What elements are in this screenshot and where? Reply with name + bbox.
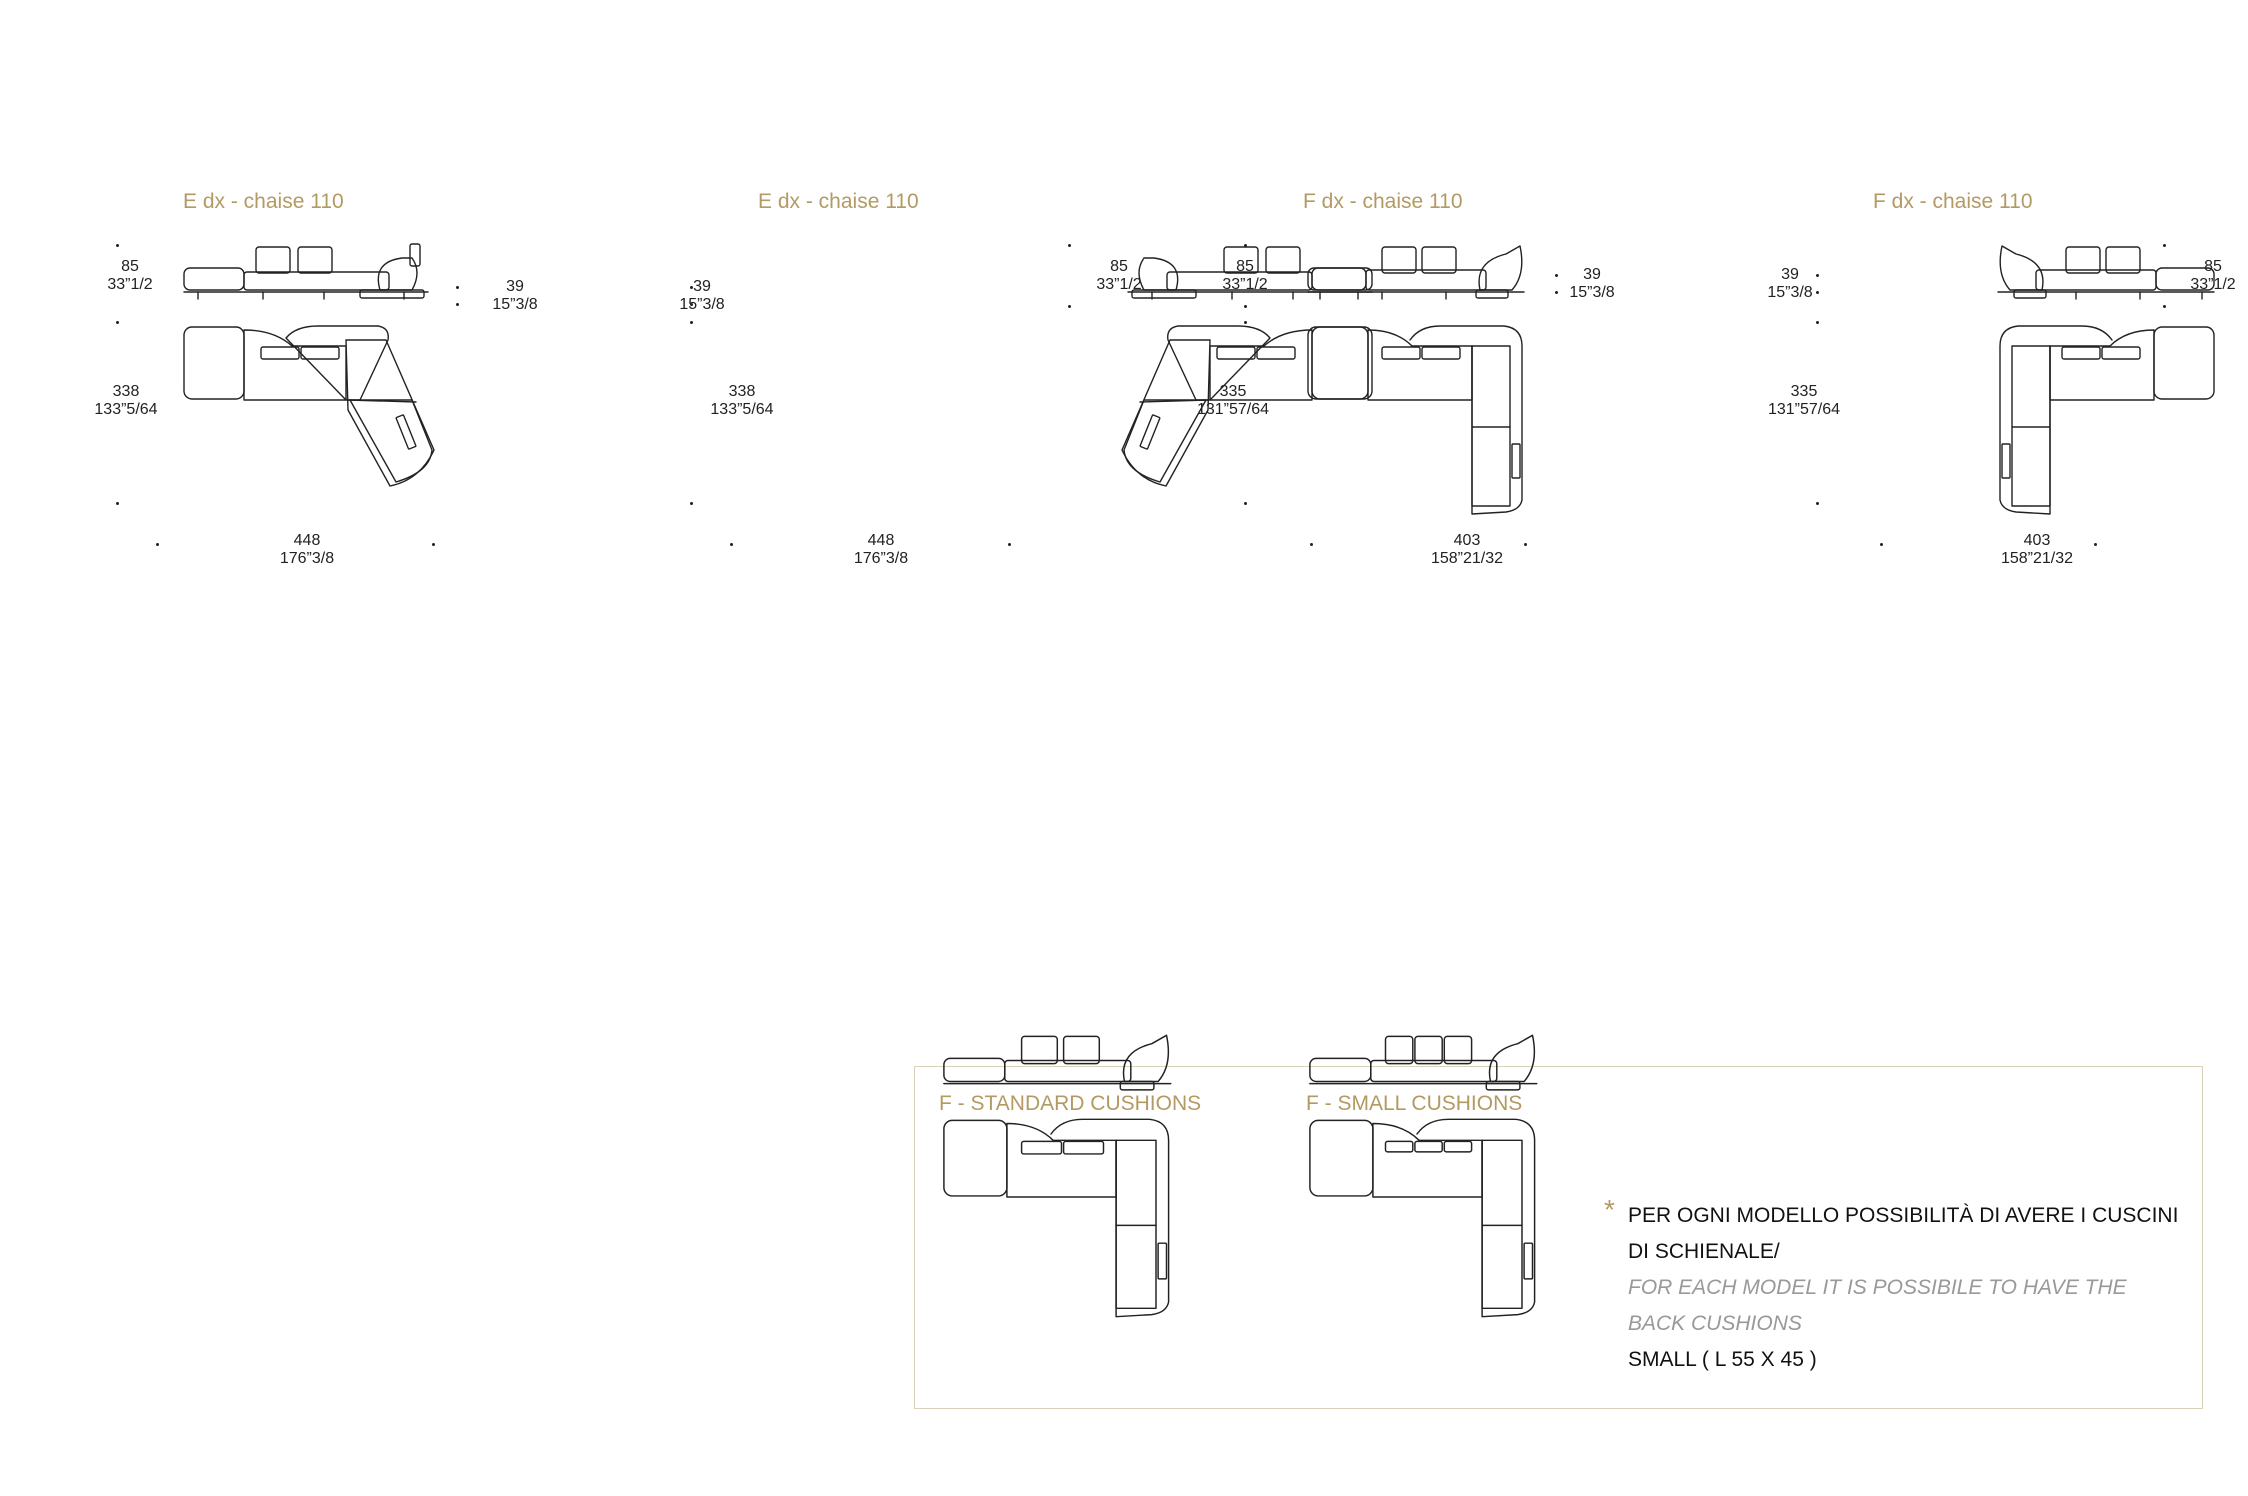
note-size: SMALL ( L 55 X 45 ) [1628, 1348, 1817, 1371]
note-english: FOR EACH MODEL IT IS POSSIBILE TO HAVE T… [1628, 1276, 2127, 1335]
cushion-options-box [914, 1066, 2203, 1409]
configuration-title: F dx - chaise 110 [1873, 190, 2033, 213]
configuration-title: E dx - chaise 110 [183, 190, 344, 213]
small-cushions-title: F - SMALL CUSHIONS [1306, 1092, 1523, 1115]
sofa-drawing [1997, 245, 2215, 515]
cushion-note: PER OGNI MODELLO POSSIBILITÀ DI AVERE I … [1628, 1198, 2188, 1378]
standard-cushions-title: F - STANDARD CUSHIONS [939, 1092, 1202, 1115]
asterisk-icon: * [1604, 1194, 1615, 1225]
configuration-title: F dx - chaise 110 [1303, 190, 1463, 213]
sofa-drawing [1307, 245, 1525, 515]
configuration-title: E dx - chaise 110 [758, 190, 919, 213]
note-italian: PER OGNI MODELLO POSSIBILITÀ DI AVERE I … [1628, 1204, 2179, 1263]
sofa-drawing [183, 243, 435, 487]
